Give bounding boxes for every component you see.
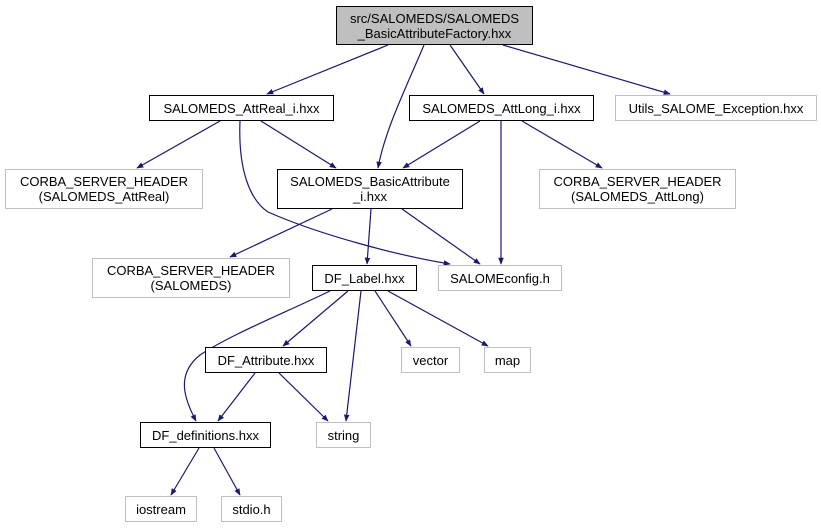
node-salomeds-attlong-i[interactable]: SALOMEDS_AttLong_i.hxx xyxy=(409,95,594,121)
node-map: map xyxy=(484,347,531,373)
edge-df_definitions-to-iostream xyxy=(170,447,200,496)
edge-root-to-utils_exc xyxy=(502,44,671,95)
node-iostream: iostream xyxy=(125,496,197,522)
edge-root-to-attreal xyxy=(266,44,389,95)
edge-df_label-to-vector xyxy=(374,290,412,347)
node-df-label[interactable]: DF_Label.hxx xyxy=(312,265,417,291)
node-df-definitions[interactable]: DF_definitions.hxx xyxy=(140,422,271,448)
edge-df_label-to-df_attribute xyxy=(282,290,349,347)
node-corba-header-attlong: CORBA_SERVER_HEADER (SALOMEDS_AttLong) xyxy=(539,169,736,209)
edge-attlong-to-basicattr xyxy=(402,120,481,169)
node-corba-header-salomeds: CORBA_SERVER_HEADER (SALOMEDS) xyxy=(92,258,290,298)
node-salomeds-attreal-i[interactable]: SALOMEDS_AttReal_i.hxx xyxy=(149,95,334,121)
edge-df_attribute-to-df_definitions xyxy=(217,372,256,422)
node-corba-header-attreal: CORBA_SERVER_HEADER (SALOMEDS_AttReal) xyxy=(5,169,203,209)
edge-root-to-basicattr xyxy=(376,44,425,169)
edge-attreal-to-corba_attreal xyxy=(136,120,221,169)
node-salomeds-basicattribute-i[interactable]: SALOMEDS_BasicAttribute _i.hxx xyxy=(277,169,463,209)
edge-attreal-to-basicattr xyxy=(260,120,337,169)
edge-basicattr-to-corba_salomeds xyxy=(229,208,333,258)
edge-df_label-to-map xyxy=(387,290,489,347)
node-vector: vector xyxy=(401,347,460,373)
node-utils-salome-exception: Utils_SALOME_Exception.hxx xyxy=(615,95,817,121)
node-string: string xyxy=(316,422,371,448)
edge-attreal-to-salomeconfig xyxy=(239,120,451,266)
edge-df_label-to-df_definitions xyxy=(183,290,331,422)
edge-df_attribute-to-string xyxy=(278,372,329,422)
edge-attlong-to-corba_attlong xyxy=(521,120,603,169)
edge-df_label-to-string xyxy=(343,290,362,422)
edge-df_definitions-to-stdio xyxy=(213,447,241,496)
node-stdio: stdio.h xyxy=(221,496,282,522)
edge-basicattr-to-salomeconfig xyxy=(401,208,481,265)
edge-root-to-attlong xyxy=(449,44,485,95)
node-salomeconfig: SALOMEconfig.h xyxy=(438,265,562,291)
edge-basicattr-to-df_label xyxy=(364,208,372,265)
node-df-attribute[interactable]: DF_Attribute.hxx xyxy=(205,347,327,373)
node-root-file[interactable]: src/SALOMEDS/SALOMEDS _BasicAttributeFac… xyxy=(336,6,533,45)
